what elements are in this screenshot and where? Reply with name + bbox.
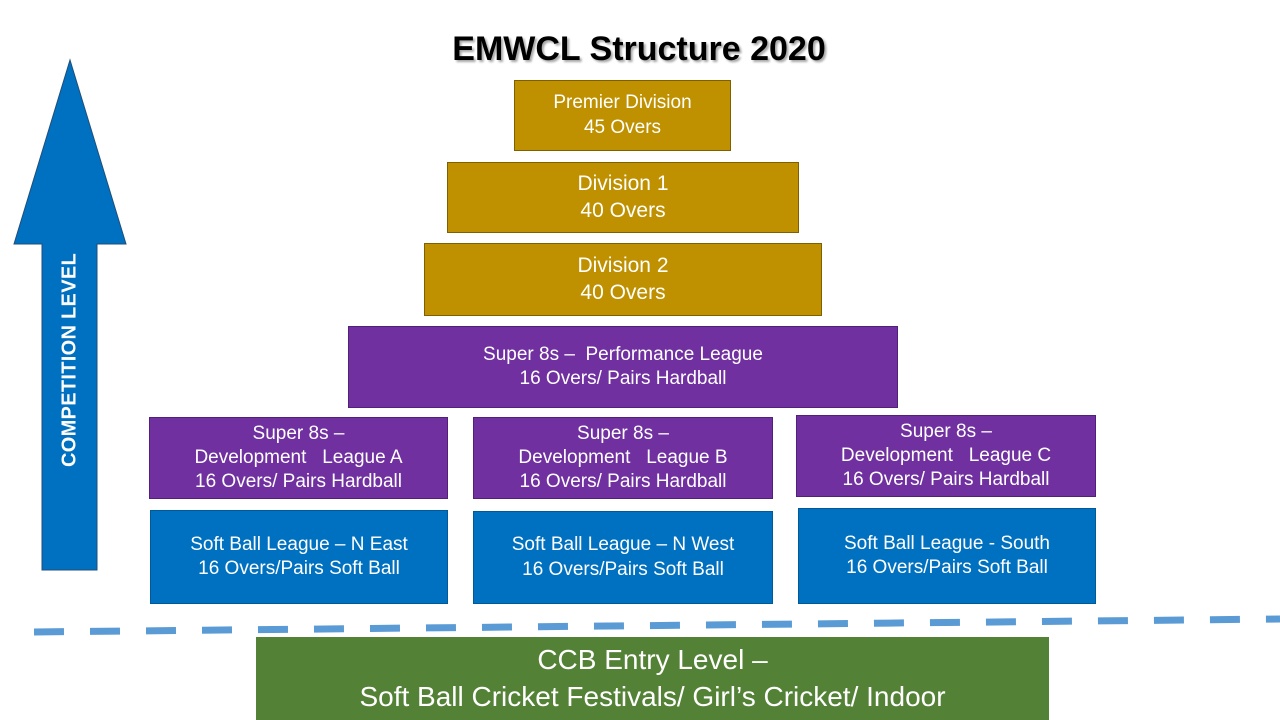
division-2-overs: 40 Overs [580,280,666,304]
development-league-c-line2: Development League C [840,444,1052,466]
development-league-b-line2: Development League B [518,446,728,468]
soft-ball-league-n-east-box: Soft Ball League – N East 16 Overs/Pairs… [150,510,448,604]
soft-ball-league-n-west-box: Soft Ball League – N West 16 Overs/Pairs… [473,511,773,604]
soft-ball-league-n-east-name: Soft Ball League – N East [190,533,408,555]
premier-division-overs: 45 Overs [583,116,662,138]
division-2-box: Division 2 40 Overs [424,243,822,316]
ccb-entry-level-box: CCB Entry Level – Soft Ball Cricket Fest… [256,637,1049,720]
premier-division-box: Premier Division 45 Overs [514,80,731,151]
performance-league-box: Super 8s – Performance League 16 Overs/ … [348,326,898,408]
ccb-entry-level-title: CCB Entry Level – [537,644,768,676]
development-league-c-line1: Super 8s – [900,420,992,442]
soft-ball-league-n-east-format: 16 Overs/Pairs Soft Ball [198,558,400,579]
development-league-a-box: Super 8s – Development League A 16 Overs… [149,417,448,499]
arrow-label: COMPETITION LEVEL [58,253,81,467]
competition-level-arrow-icon [13,58,127,571]
development-league-b-line1: Super 8s – [577,422,669,444]
diagram-title: EMWCL Structure 2020 [452,30,826,68]
ccb-entry-level-description: Soft Ball Cricket Festivals/ Girl’s Cric… [359,680,946,712]
development-league-c-box: Super 8s – Development League C 16 Overs… [796,415,1096,497]
development-league-a-format: 16 Overs/ Pairs Hardball [195,471,402,493]
performance-league-name: Super 8s – Performance League [483,343,763,365]
division-1-overs: 40 Overs [580,198,666,222]
development-league-a-line2: Development League A [194,446,403,468]
soft-ball-league-south-box: Soft Ball League - South 16 Overs/Pairs … [798,508,1096,604]
development-league-b-box: Super 8s – Development League B 16 Overs… [473,417,773,499]
development-league-b-format: 16 Overs/ Pairs Hardball [519,471,727,493]
performance-league-format: 16 Overs/ Pairs Hardball [519,368,727,389]
soft-ball-league-n-west-format: 16 Overs/Pairs Soft Ball [522,558,724,580]
development-league-a-line1: Super 8s – [252,422,345,444]
soft-ball-league-south-format: 16 Overs/Pairs Soft Ball [846,557,1048,578]
division-2-name: Division 2 [577,253,669,277]
development-league-c-format: 16 Overs/ Pairs Hardball [842,469,1050,491]
premier-division-name: Premier Division [553,92,692,114]
division-1-box: Division 1 40 Overs [447,162,799,233]
soft-ball-league-south-name: Soft Ball League - South [844,532,1050,554]
soft-ball-league-n-west-name: Soft Ball League – N West [511,534,735,556]
division-1-name: Division 1 [577,171,669,195]
